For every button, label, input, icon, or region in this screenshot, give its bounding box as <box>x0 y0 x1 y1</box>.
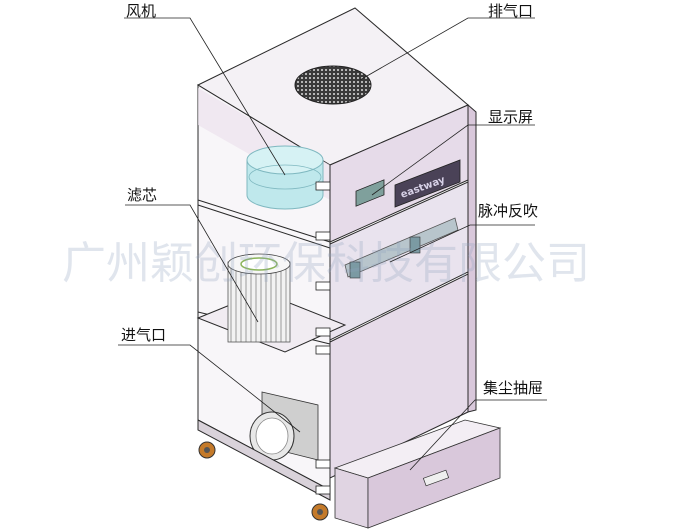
label-filter: 滤芯 <box>127 186 157 204</box>
filter-top-ring <box>240 257 278 271</box>
label-drawer: 集尘抽屉 <box>483 379 543 397</box>
exhaust-grille <box>294 65 372 105</box>
right-edge-strip <box>467 103 477 413</box>
fan-impeller <box>246 145 324 210</box>
door-hinges <box>315 181 331 495</box>
pulse-valve-left <box>349 261 361 279</box>
inlet-duct <box>249 391 319 461</box>
label-fan: 风机 <box>126 2 156 20</box>
collection-drawer <box>333 419 502 529</box>
pulse-valve-right <box>409 236 421 254</box>
filter-cartridge <box>227 261 291 343</box>
caster-wheels <box>198 441 329 521</box>
drawer-handle <box>422 469 450 487</box>
machine-body: eastway <box>196 7 502 529</box>
base-frame <box>197 419 331 501</box>
label-display: 显示屏 <box>488 108 533 126</box>
pulse-pipe <box>344 217 459 278</box>
label-pulse: 脉冲反吹 <box>478 202 538 220</box>
label-exhaust: 排气口 <box>488 2 533 20</box>
leader-lines <box>118 17 547 471</box>
label-inlet: 进气口 <box>121 326 166 344</box>
display-panel <box>355 159 461 208</box>
lcd-screen <box>355 179 385 207</box>
watermark: 广州颖创环保科技有限公司 <box>62 238 590 289</box>
